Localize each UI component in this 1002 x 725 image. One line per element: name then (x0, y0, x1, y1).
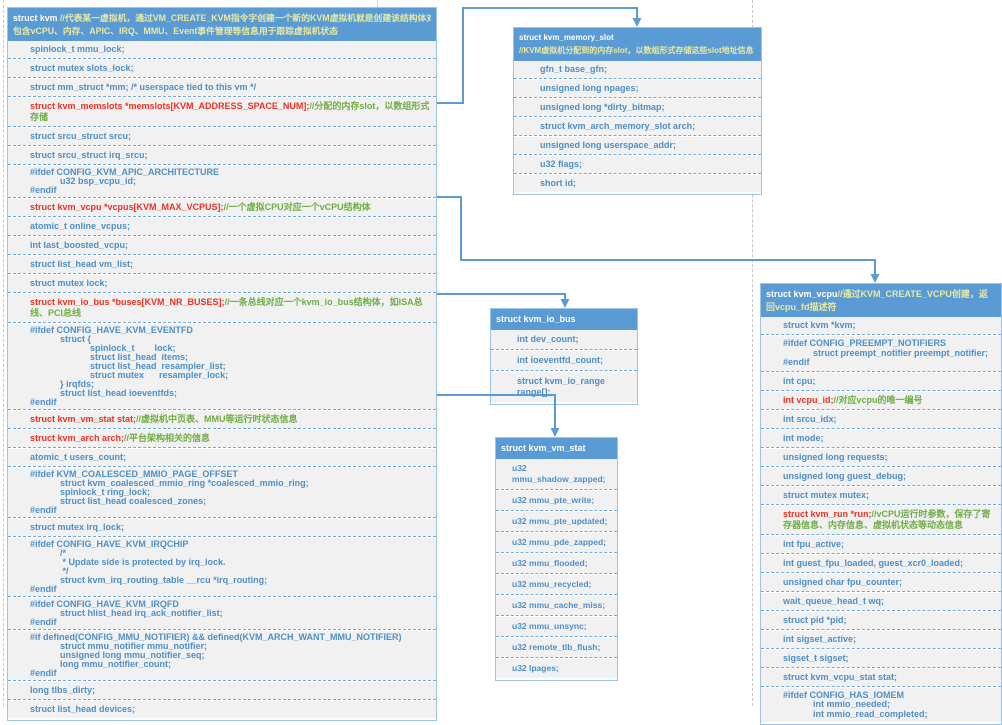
struct-field-row: int last_boosted_vcpu; (8, 235, 436, 254)
struct-title: struct kvm_memory_slot (519, 33, 614, 42)
struct-field-row: struct kvm_vm_stat stat;//虚拟机中页表、MMU等运行时… (8, 409, 436, 428)
struct-kvm-memory-slot-header: struct kvm_memory_slot //KVM虚拟机分配到的内存slo… (514, 28, 761, 61)
struct-field-block: #ifdef CONFIG_PREEMPT_NOTIFIERS struct p… (761, 334, 1001, 371)
struct-field-row: struct mutex slots_lock; (8, 58, 436, 77)
struct-field-row: atomic_t online_vcpus; (8, 216, 436, 235)
struct-field-row: wait_queue_head_t wq; (761, 590, 1001, 610)
struct-field-row: struct kvm_arch_memory_slot arch; (514, 116, 761, 135)
struct-field-row: short id; (514, 173, 761, 192)
struct-field-row: unsigned char fpu_counter; (761, 571, 1001, 591)
struct-field-block: #ifdef CONFIG_HAVE_KVM_EVENTFD struct { … (8, 322, 436, 409)
struct-field-row: struct mm_struct *mm; /* userspace tied … (8, 77, 436, 96)
struct-field-row: u32 mmu_recycled; (496, 572, 617, 594)
struct-field-row: struct kvm_run *run;//vCPU运行时参数，保存了寄存器信息… (761, 503, 1001, 534)
struct-field-block: #if defined(CONFIG_MMU_NOTIFIER) && defi… (8, 629, 436, 680)
connector-memslots-to-kvm-memory-slot-arrowhead (632, 18, 642, 27)
struct-field-row: gfn_t base_gfn; (514, 61, 761, 78)
struct-field-block: #ifdef CONFIG_KVM_APIC_ARCHITECTURE u32 … (8, 164, 436, 197)
struct-field-row: unsigned long *dirty_bitmap; (514, 97, 761, 116)
struct-field-block: #ifdef CONFIG_HAVE_KVM_IRQCHIP /* * Upda… (8, 536, 436, 596)
struct-field-row: struct pid *pid; (761, 609, 1001, 629)
struct-kvm-vm-stat-fields: u32 mmu_shadow_zapped;u32 mmu_pte_write;… (496, 458, 617, 680)
struct-field-row: u32 mmu_pte_updated; (496, 509, 617, 531)
page-guide-line (752, 0, 753, 706)
struct-field-row: int srcu_idx; (761, 408, 1001, 428)
struct-field-row: struct mutex lock; (8, 273, 436, 292)
struct-field-row: u32 remote_tlb_flush; (496, 635, 617, 657)
struct-field-row: u32 mmu_pde_zapped; (496, 530, 617, 552)
struct-field-row: int fpu_active; (761, 533, 1001, 553)
struct-comment-line2: 包含vCPU、内存、APIC、IRQ、MMU、Event事件管理等信息用于跟踪虚… (13, 25, 339, 36)
struct-kvm-fields: spinlock_t mmu_lock;struct mutex slots_l… (8, 41, 436, 720)
struct-kvm-vcpu-box[interactable]: struct kvm_vcpu//通过KVM_CREATE_VCPU创建，返回v… (760, 283, 1002, 725)
struct-field-row: u32 flags; (514, 154, 761, 173)
struct-field-row: u32 mmu_shadow_zapped; (496, 458, 617, 489)
struct-kvm-vcpu-header: struct kvm_vcpu//通过KVM_CREATE_VCPU创建，返回v… (761, 284, 1001, 317)
struct-field-row: unsigned long requests; (761, 446, 1001, 466)
struct-comment: //KVM虚拟机分配到的内存slot，以数组形式存储这些slot地址信息 (519, 45, 754, 55)
struct-kvm-io-bus-fields: int dev_count;int ioeventfd_count;struct… (491, 329, 637, 404)
struct-field-row: u32 mmu_pte_write; (496, 488, 617, 510)
struct-field-row: struct kvm_memslots *memslots[KVM_ADDRES… (8, 96, 436, 126)
struct-field-row: struct srcu_struct srcu; (8, 126, 436, 145)
struct-field-row: struct mutex mutex; (761, 484, 1001, 504)
connector-buses-to-kvm-io-bus-arrowhead (560, 299, 570, 308)
struct-field-row: struct srcu_struct irq_srcu; (8, 145, 436, 164)
struct-kvm-box[interactable]: struct kvm //代表某一虚拟机，通过VM_CREATE_KVM指令字创… (7, 7, 437, 721)
struct-field-row: int vcpu_id;//对应vcpu的唯一编号 (761, 389, 1001, 409)
struct-field-row: struct list_head devices; (8, 699, 436, 718)
struct-field-row: u32 mmu_cache_miss; (496, 593, 617, 615)
struct-field-row: struct list_head vm_list; (8, 254, 436, 273)
struct-field-row: int guest_fpu_loaded, guest_xcr0_loaded; (761, 552, 1001, 572)
struct-kvm-vcpu-fields: struct kvm *kvm;#ifdef CONFIG_PREEMPT_NO… (761, 317, 1001, 724)
struct-field-block: #ifdef CONFIG_HAS_IOMEM int mmio_needed;… (761, 685, 1001, 722)
struct-field-row: int mode; (761, 427, 1001, 447)
struct-field-row: struct kvm_vcpu_stat stat; (761, 666, 1001, 686)
struct-kvm-memory-slot-box[interactable]: struct kvm_memory_slot //KVM虚拟机分配到的内存slo… (513, 27, 762, 195)
kvm-struct-diagram-canvas: { "colors": { "header_bg": "#5b9bd5", "h… (3, 0, 1002, 725)
struct-field-row: struct kvm_vcpu *vcpus[KVM_MAX_VCPUS];//… (8, 197, 436, 216)
struct-field-row: long tlbs_dirty; (8, 680, 436, 699)
struct-field-row: struct kvm_io_range range[]; (491, 369, 637, 402)
connector-stat-to-kvm-vm-stat-arrowhead (550, 428, 560, 437)
connector-buses-to-kvm-io-bus[interactable] (437, 293, 566, 300)
struct-field-row: u32 mmu_unsync; (496, 614, 617, 636)
struct-title: struct kvm_vcpu (766, 289, 838, 299)
struct-field-row: unsigned long userspace_addr; (514, 135, 761, 154)
struct-field-row: int sigset_active; (761, 628, 1001, 648)
struct-field-row: struct mutex irq_lock; (8, 517, 436, 536)
struct-kvm-vm-stat-header: struct kvm_vm_stat (496, 438, 617, 459)
struct-field-row: unsigned long npages; (514, 78, 761, 97)
struct-kvm-io-bus-header: struct kvm_io_bus (491, 309, 637, 330)
struct-field-block: #ifdef KVM_COALESCED_MMIO_PAGE_OFFSET st… (8, 466, 436, 517)
struct-field-row: u32 mmu_flooded; (496, 551, 617, 573)
struct-kvm-memory-slot-fields: gfn_t base_gfn;unsigned long npages;unsi… (514, 61, 761, 194)
struct-field-row: atomic_t users_count; (8, 447, 436, 466)
struct-kvm-vm-stat-box[interactable]: struct kvm_vm_stat u32 mmu_shadow_zapped… (495, 437, 618, 681)
struct-field-row: spinlock_t mmu_lock; (8, 41, 436, 58)
struct-comment: //代表某一虚拟机，通过VM_CREATE_KVM指令字创建一个新的KVM虚拟机… (57, 13, 431, 23)
struct-field-row: struct kvm_arch arch;//平台架构相关的信息 (8, 428, 436, 447)
struct-field-row: struct kvm *kvm; (761, 317, 1001, 334)
struct-comment: //通过KVM_CREATE_VCPU创建，返回vcpu_fd描述符 (766, 289, 988, 312)
struct-field-row: unsigned long guest_debug; (761, 465, 1001, 485)
struct-kvm-header: struct kvm //代表某一虚拟机，通过VM_CREATE_KVM指令字创… (8, 8, 436, 41)
struct-field-row: struct kvm_io_bus *buses[KVM_NR_BUSES];/… (8, 292, 436, 322)
connector-vcpus-to-kvm-vcpu-arrowhead (870, 274, 880, 283)
struct-kvm-io-bus-box[interactable]: struct kvm_io_bus int dev_count;int ioev… (490, 308, 638, 405)
struct-field-row: int dev_count; (491, 329, 637, 349)
struct-title: struct kvm_io_bus (496, 314, 576, 324)
struct-title: struct kvm_vm_stat (501, 443, 586, 453)
struct-field-block: #ifdef CONFIG_HAVE_KVM_IRQFD struct hlis… (8, 596, 436, 629)
struct-title: struct kvm (13, 13, 58, 23)
struct-field-row: sigset_t sigset; (761, 647, 1001, 667)
struct-field-row: int cpu; (761, 370, 1001, 390)
page-guide-line (3, 0, 4, 706)
struct-field-row: int ioeventfd_count; (491, 348, 637, 370)
struct-field-row: u32 lpages; (496, 656, 617, 678)
connector-vcpus-to-kvm-vcpu[interactable] (437, 196, 876, 275)
